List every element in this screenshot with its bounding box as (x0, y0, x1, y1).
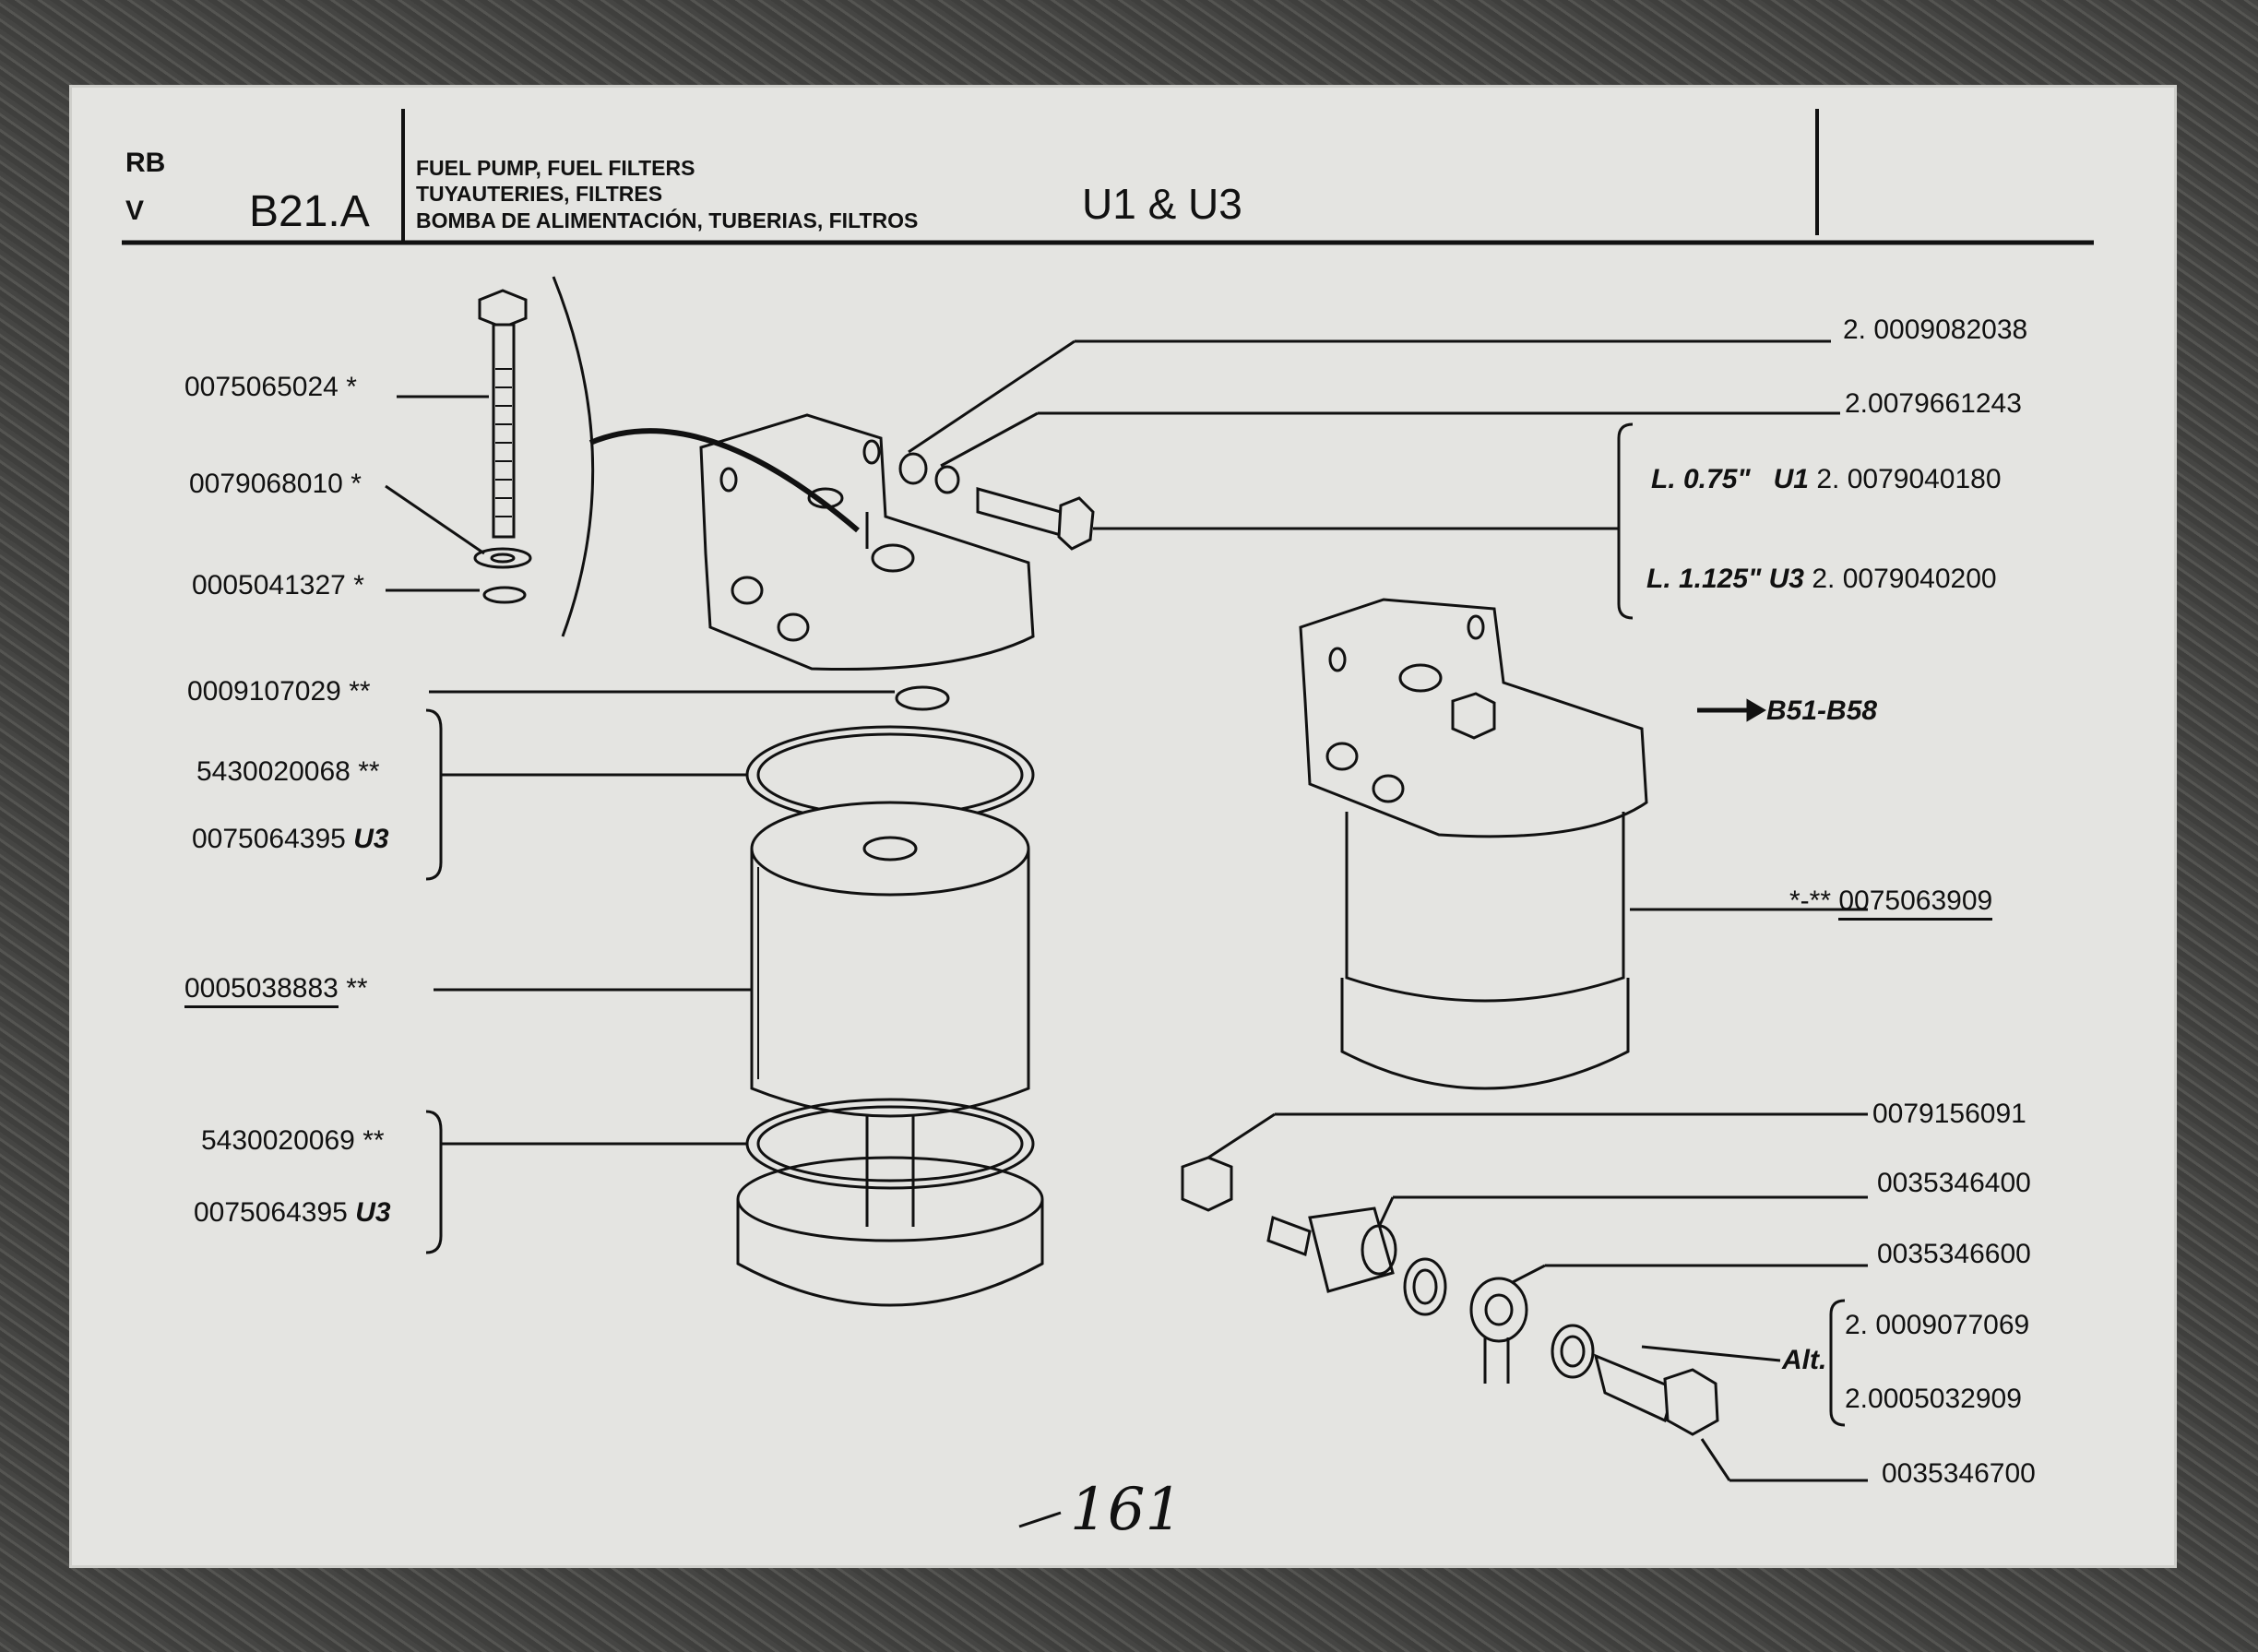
part-label: 0005038883 ** (184, 973, 368, 1008)
alt-label: Alt. (1782, 1345, 1827, 1375)
part-label: 0075064395 U3 (192, 824, 389, 854)
part-label: 0079068010 * (189, 469, 362, 499)
assembled-filter-icon (1299, 598, 1648, 1090)
part-label: 0075065024 * (184, 372, 357, 402)
filter-head-icon (588, 413, 1035, 671)
parts-catalog-page (69, 85, 2177, 1568)
reference-label: B51-B58 (1766, 695, 1878, 726)
part-label: 2. 0009082038 (1843, 315, 2028, 345)
part-label: *-** 0075063909 (1789, 885, 1993, 921)
title-spanish: BOMBA DE ALIMENTACIÓN, TUBERIAS, FILTROS (416, 208, 919, 232)
code-top: RB (125, 148, 166, 178)
filter-bowl-icon (736, 1116, 1044, 1307)
part-label: 0009107029 ** (187, 676, 371, 707)
part-label: 2.0005032909 (1845, 1384, 2022, 1414)
part-label: 0005041327 * (192, 570, 364, 600)
long-bolt-icon (478, 289, 528, 539)
part-label: 0035346400 (1877, 1168, 2031, 1198)
section-code: B21.A (249, 187, 370, 236)
part-label: 0035346700 (1882, 1458, 2036, 1489)
title-english: FUEL PUMP, FUEL FILTERS (416, 156, 695, 180)
part-label: 0079156091 (1872, 1099, 2026, 1129)
part-label: 0075064395 U3 (194, 1197, 391, 1228)
part-label: 2.0079661243 (1845, 388, 2022, 419)
title-french: TUYAUTERIES, FILTRES (416, 182, 663, 206)
part-label: L. 1.125" U3 2. 0079040200 (1646, 564, 1997, 594)
page-number: 161 (1070, 1476, 1183, 1544)
filter-element-icon (750, 801, 1030, 1118)
part-label: 0035346600 (1877, 1239, 2031, 1269)
part-label: L. 0.75" U1 2. 0079040180 (1651, 464, 2002, 494)
part-label: 2. 0009077069 (1845, 1310, 2030, 1340)
model-range: U1 & U3 (1082, 180, 1242, 228)
part-label: 5430020069 ** (201, 1125, 385, 1156)
part-label: 5430020068 ** (196, 756, 380, 787)
code-bottom: V (125, 196, 145, 226)
